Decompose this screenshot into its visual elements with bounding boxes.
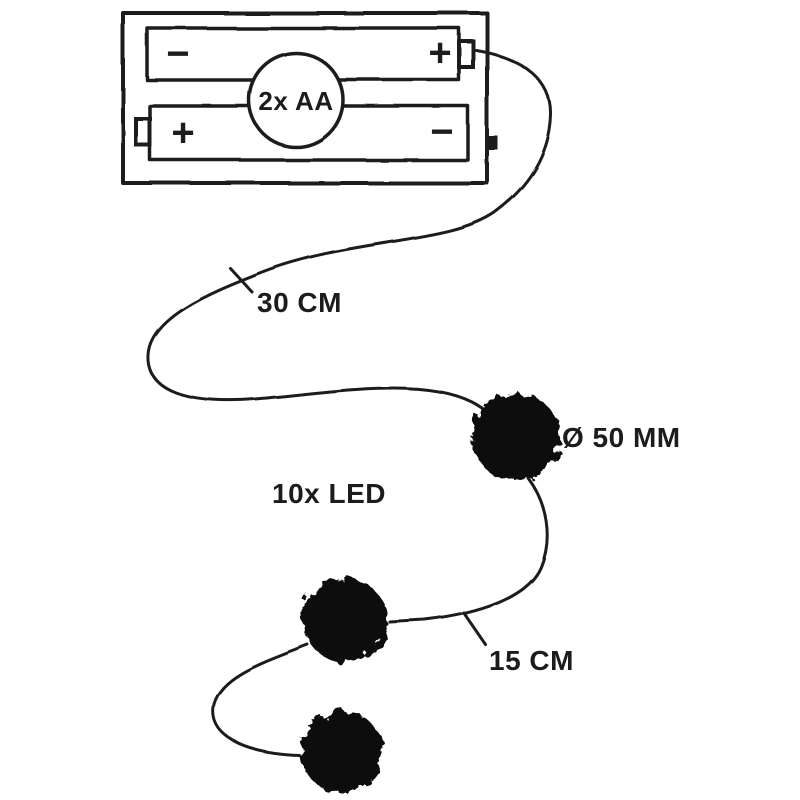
led-ball-3	[301, 711, 383, 793]
leader-line-30cm	[228, 266, 254, 294]
led-balls	[301, 393, 560, 793]
label-segment-wire-length: 15 CM	[489, 645, 574, 676]
led-ball-2	[303, 578, 387, 662]
wire-battery-to-led1	[146, 48, 553, 430]
leader-line-15cm	[462, 611, 488, 647]
wire-exit-contact	[486, 136, 498, 150]
label-led-diameter: Ø 50 MM	[562, 422, 681, 453]
battery-box-outline	[121, 11, 489, 185]
terminal-minus-top-left: −	[166, 32, 189, 76]
battery-count-label: 2x AA	[258, 86, 333, 116]
battery-cell-top-terminal-nub	[457, 39, 475, 69]
led-ball-1	[472, 393, 560, 481]
label-main-wire-length: 30 CM	[257, 287, 342, 318]
battery-count-badge	[247, 51, 345, 149]
label-led-count: 10x LED	[272, 478, 386, 509]
terminal-plus-top-right: +	[428, 31, 451, 75]
wire-led1-to-led2	[388, 476, 549, 624]
wire-led2-to-led3	[211, 643, 310, 757]
battery-cell-bottom-terminal-nub	[134, 117, 152, 147]
terminal-plus-bottom-left: +	[171, 111, 194, 155]
terminal-minus-bottom-right: −	[430, 110, 453, 154]
